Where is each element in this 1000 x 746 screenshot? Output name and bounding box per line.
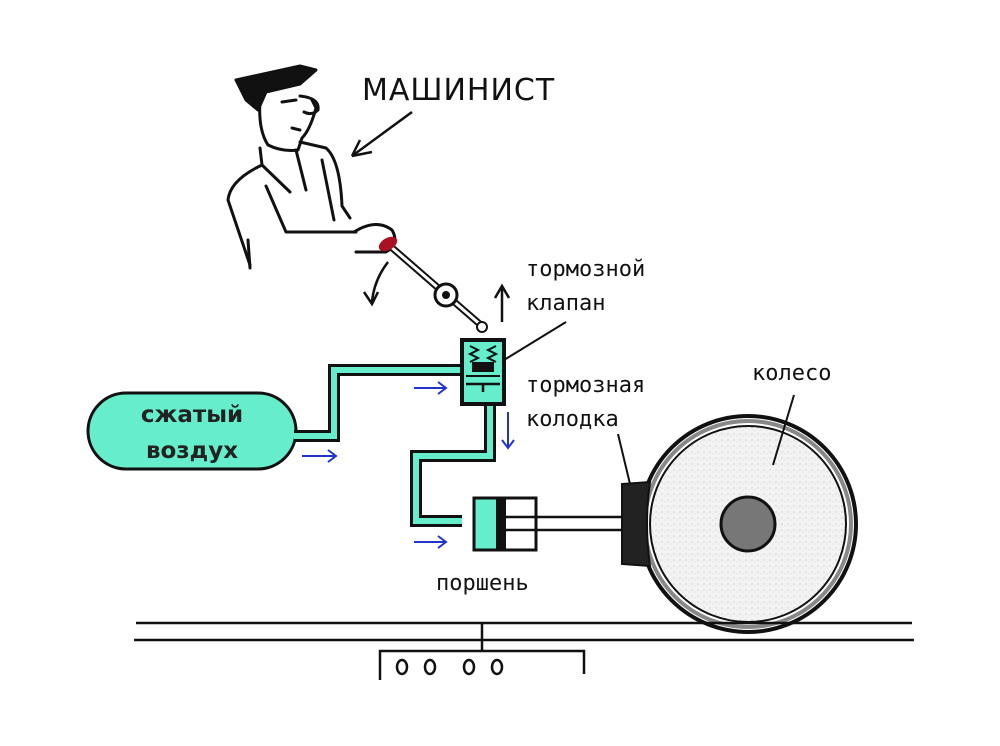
driver-head [258,98,318,152]
brake-shoe [621,480,652,568]
valve-label-line2: клапан [526,291,605,316]
lever-motion-arrow [362,261,389,307]
driver-pointer-arrow [350,110,413,158]
shoe-label-line1: тормозная [526,373,645,398]
flow-arrow-valve [414,381,448,395]
rail-track [134,621,914,680]
valve-up-arrow [493,283,511,322]
air-flow-arrows [302,381,515,549]
shoe-label-line2: колодка [526,407,619,432]
piston-rod [506,515,622,532]
valve-leader-line [503,321,567,361]
driver-figure [226,64,397,270]
flow-arrow-tank [302,449,338,463]
driver-cap [234,64,318,112]
lever-handle-grip [378,236,398,252]
brake-lever [378,236,488,333]
wheel [638,414,858,634]
wheel-hub [719,495,777,553]
bogie-bolts [395,658,504,676]
flow-arrow-piston [414,535,448,549]
shoe-leader-line [617,433,631,485]
piston-label: поршень [436,571,529,596]
wheel-label: колесо [752,361,831,386]
tank-label-line2: воздух [146,438,238,464]
valve-label-line1: тормозной [526,257,645,282]
flow-arrow-down [501,412,515,450]
wheel-leader-line [772,394,795,466]
driver-label: МАШИНИСТ [362,73,555,108]
tank-label-line1: сжатый [141,402,243,428]
brake-cylinder [472,496,538,552]
supply-pipe [294,364,466,442]
brake-valve [460,338,506,406]
